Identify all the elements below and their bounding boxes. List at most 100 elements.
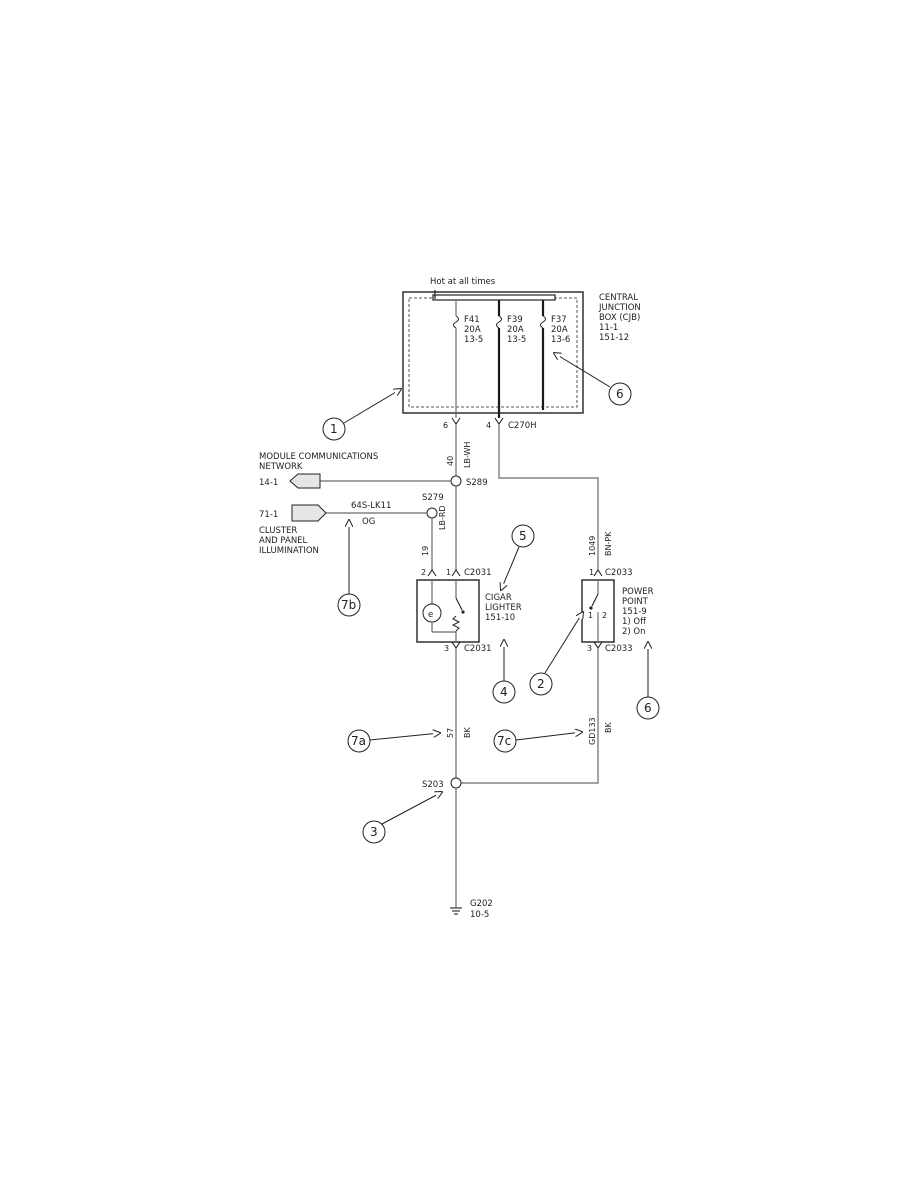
- ground-name-label: G202: [470, 899, 493, 909]
- svg-text:6: 6: [644, 701, 652, 715]
- callout-5: 5: [501, 524, 535, 590]
- cluster-connector-icon: [291, 504, 327, 522]
- cluster-title-1: CLUSTER: [259, 526, 297, 536]
- svg-text:5: 5: [519, 529, 527, 543]
- lamp-glyph: e: [428, 610, 433, 620]
- ground-icon: [450, 907, 462, 915]
- heater-element-icon: [451, 615, 461, 632]
- module-comm-connector-icon: [289, 473, 321, 489]
- wire-40-circuit-label: 40: [446, 456, 455, 466]
- wire-64s-circuit-label: 64S-LK11: [351, 501, 391, 511]
- wire-gd133: [461, 648, 599, 784]
- c270h-connector-label: C270H: [508, 421, 537, 431]
- wire-64s-color-label: OG: [362, 517, 375, 527]
- lighter-connector-bottom-label: C2031: [464, 644, 492, 654]
- svg-text:7b: 7b: [341, 598, 356, 612]
- svg-text:CENTRAL: CENTRAL: [599, 293, 638, 303]
- lighter-switch-icon: [455, 597, 463, 611]
- callout-7a: 7a: [347, 730, 440, 753]
- cjb-title: CENTRAL JUNCTION BOX (CJB) 11-1 151-12: [598, 293, 641, 343]
- power-point-state-on: 2) On: [622, 627, 646, 637]
- callout-7b: 7b: [337, 520, 361, 617]
- module-comm-title-1: MODULE COMMUNICATIONS: [259, 452, 378, 462]
- lighter-pin-2-icon: [427, 569, 437, 577]
- callout-4: 4: [492, 640, 516, 704]
- module-comm-title-2: NETWORK: [259, 462, 303, 472]
- power-point-state-off: 1) Off: [622, 617, 647, 627]
- cjb-inner-dashed-box: [408, 297, 578, 408]
- wire-19-color-label: LB-RD: [438, 505, 447, 530]
- power-point-title-3: 151-9: [622, 607, 647, 617]
- callout-6-cjb: 6: [554, 353, 632, 406]
- fuse-f41: F41 20A 13-5: [453, 300, 483, 418]
- power-point-title-2: POINT: [622, 597, 649, 607]
- wire-1049-circuit-label: 1049: [588, 536, 597, 556]
- wire-57-circuit-label: 57: [446, 728, 455, 738]
- svg-text:F37: F37: [551, 315, 567, 325]
- svg-text:13-5: 13-5: [507, 335, 526, 345]
- wire-40-color-label: LB-WH: [463, 442, 472, 468]
- svg-text:6: 6: [616, 387, 624, 401]
- module-comm-ref: 14-1: [259, 478, 278, 488]
- central-junction-box: Hot at all times CENTRAL JUNCTION BOX (C…: [402, 277, 641, 431]
- cluster-title-2: AND PANEL: [259, 536, 308, 546]
- wire-1049: [498, 424, 599, 570]
- lighter-pin-3-label: 3: [444, 644, 449, 653]
- svg-text:20A: 20A: [551, 325, 568, 335]
- wire-gd133-color-label: BK: [604, 722, 613, 733]
- s289-label: S289: [466, 478, 488, 488]
- power-point-switch-icon: [591, 593, 599, 607]
- power-point: 1 C2033 1 2 POWER POINT 151-9 1) Off 2) …: [581, 568, 654, 654]
- callout-3: 3: [362, 792, 442, 844]
- lighter-pin-2-label: 2: [421, 568, 426, 577]
- s279-label: S279: [422, 493, 444, 503]
- hot-at-all-times-label: Hot at all times: [430, 277, 496, 287]
- power-point-pin-1-icon: [593, 569, 603, 577]
- svg-text:7a: 7a: [351, 734, 366, 748]
- svg-text:3: 3: [370, 825, 378, 839]
- svg-text:13-6: 13-6: [551, 335, 570, 345]
- svg-text:F39: F39: [507, 315, 523, 325]
- switch-pos-2-label: 2: [602, 611, 607, 620]
- pin-4-connector-icon: [494, 417, 504, 425]
- wire-gd133-circuit-label: GD133: [588, 717, 597, 745]
- cjb-bus-bar: [432, 294, 556, 301]
- wire-57-color-label: BK: [463, 727, 472, 738]
- pin-6-connector-icon: [451, 417, 461, 425]
- lighter-connector-top-label: C2031: [464, 568, 492, 578]
- svg-text:F41: F41: [464, 315, 480, 325]
- wire-1049-color-label: BN-PK: [604, 531, 613, 556]
- power-point-pin-1-label: 1: [589, 568, 594, 577]
- cigar-lighter-box: [416, 579, 480, 643]
- fuse-f37: F37 20A 13-6: [540, 300, 570, 410]
- pin-6-label: 6: [443, 421, 448, 430]
- lighter-title-1: CIGAR: [485, 593, 512, 603]
- power-point-connector-bottom-label: C2033: [605, 644, 633, 654]
- cigar-lighter: 2 1 C2031 e CIGAR LIGHTER 151-10 3 C2031: [416, 568, 522, 654]
- lighter-title-2: LIGHTER: [485, 603, 522, 613]
- splice-s203: [450, 777, 462, 789]
- lighter-pin-1-label: 1: [446, 568, 451, 577]
- svg-text:7c: 7c: [497, 734, 511, 748]
- wire-19-circuit-label: 19: [421, 546, 430, 556]
- splice-s289: [450, 475, 462, 487]
- svg-text:13-5: 13-5: [464, 335, 483, 345]
- callout-6-power-point: 6: [636, 642, 660, 720]
- lighter-pin-3-icon: [451, 641, 461, 649]
- splice-s279: [426, 507, 438, 519]
- svg-text:20A: 20A: [507, 325, 524, 335]
- callout-2: 2: [529, 612, 583, 696]
- switch-pos-1-label: 1: [588, 611, 593, 620]
- lighter-pin-1-icon: [451, 569, 461, 577]
- power-point-connector-top-label: C2033: [605, 568, 633, 578]
- svg-text:2: 2: [537, 677, 545, 691]
- lighter-title-3: 151-10: [485, 613, 515, 623]
- svg-text:4: 4: [500, 685, 508, 699]
- power-point-pin-3-icon: [593, 641, 603, 649]
- svg-text:151-12: 151-12: [599, 333, 629, 343]
- cluster-ref: 71-1: [259, 510, 278, 520]
- cjb-outer-box: [402, 291, 584, 414]
- fuse-f39: F39 20A 13-5: [496, 300, 526, 418]
- svg-text:11-1: 11-1: [599, 323, 618, 333]
